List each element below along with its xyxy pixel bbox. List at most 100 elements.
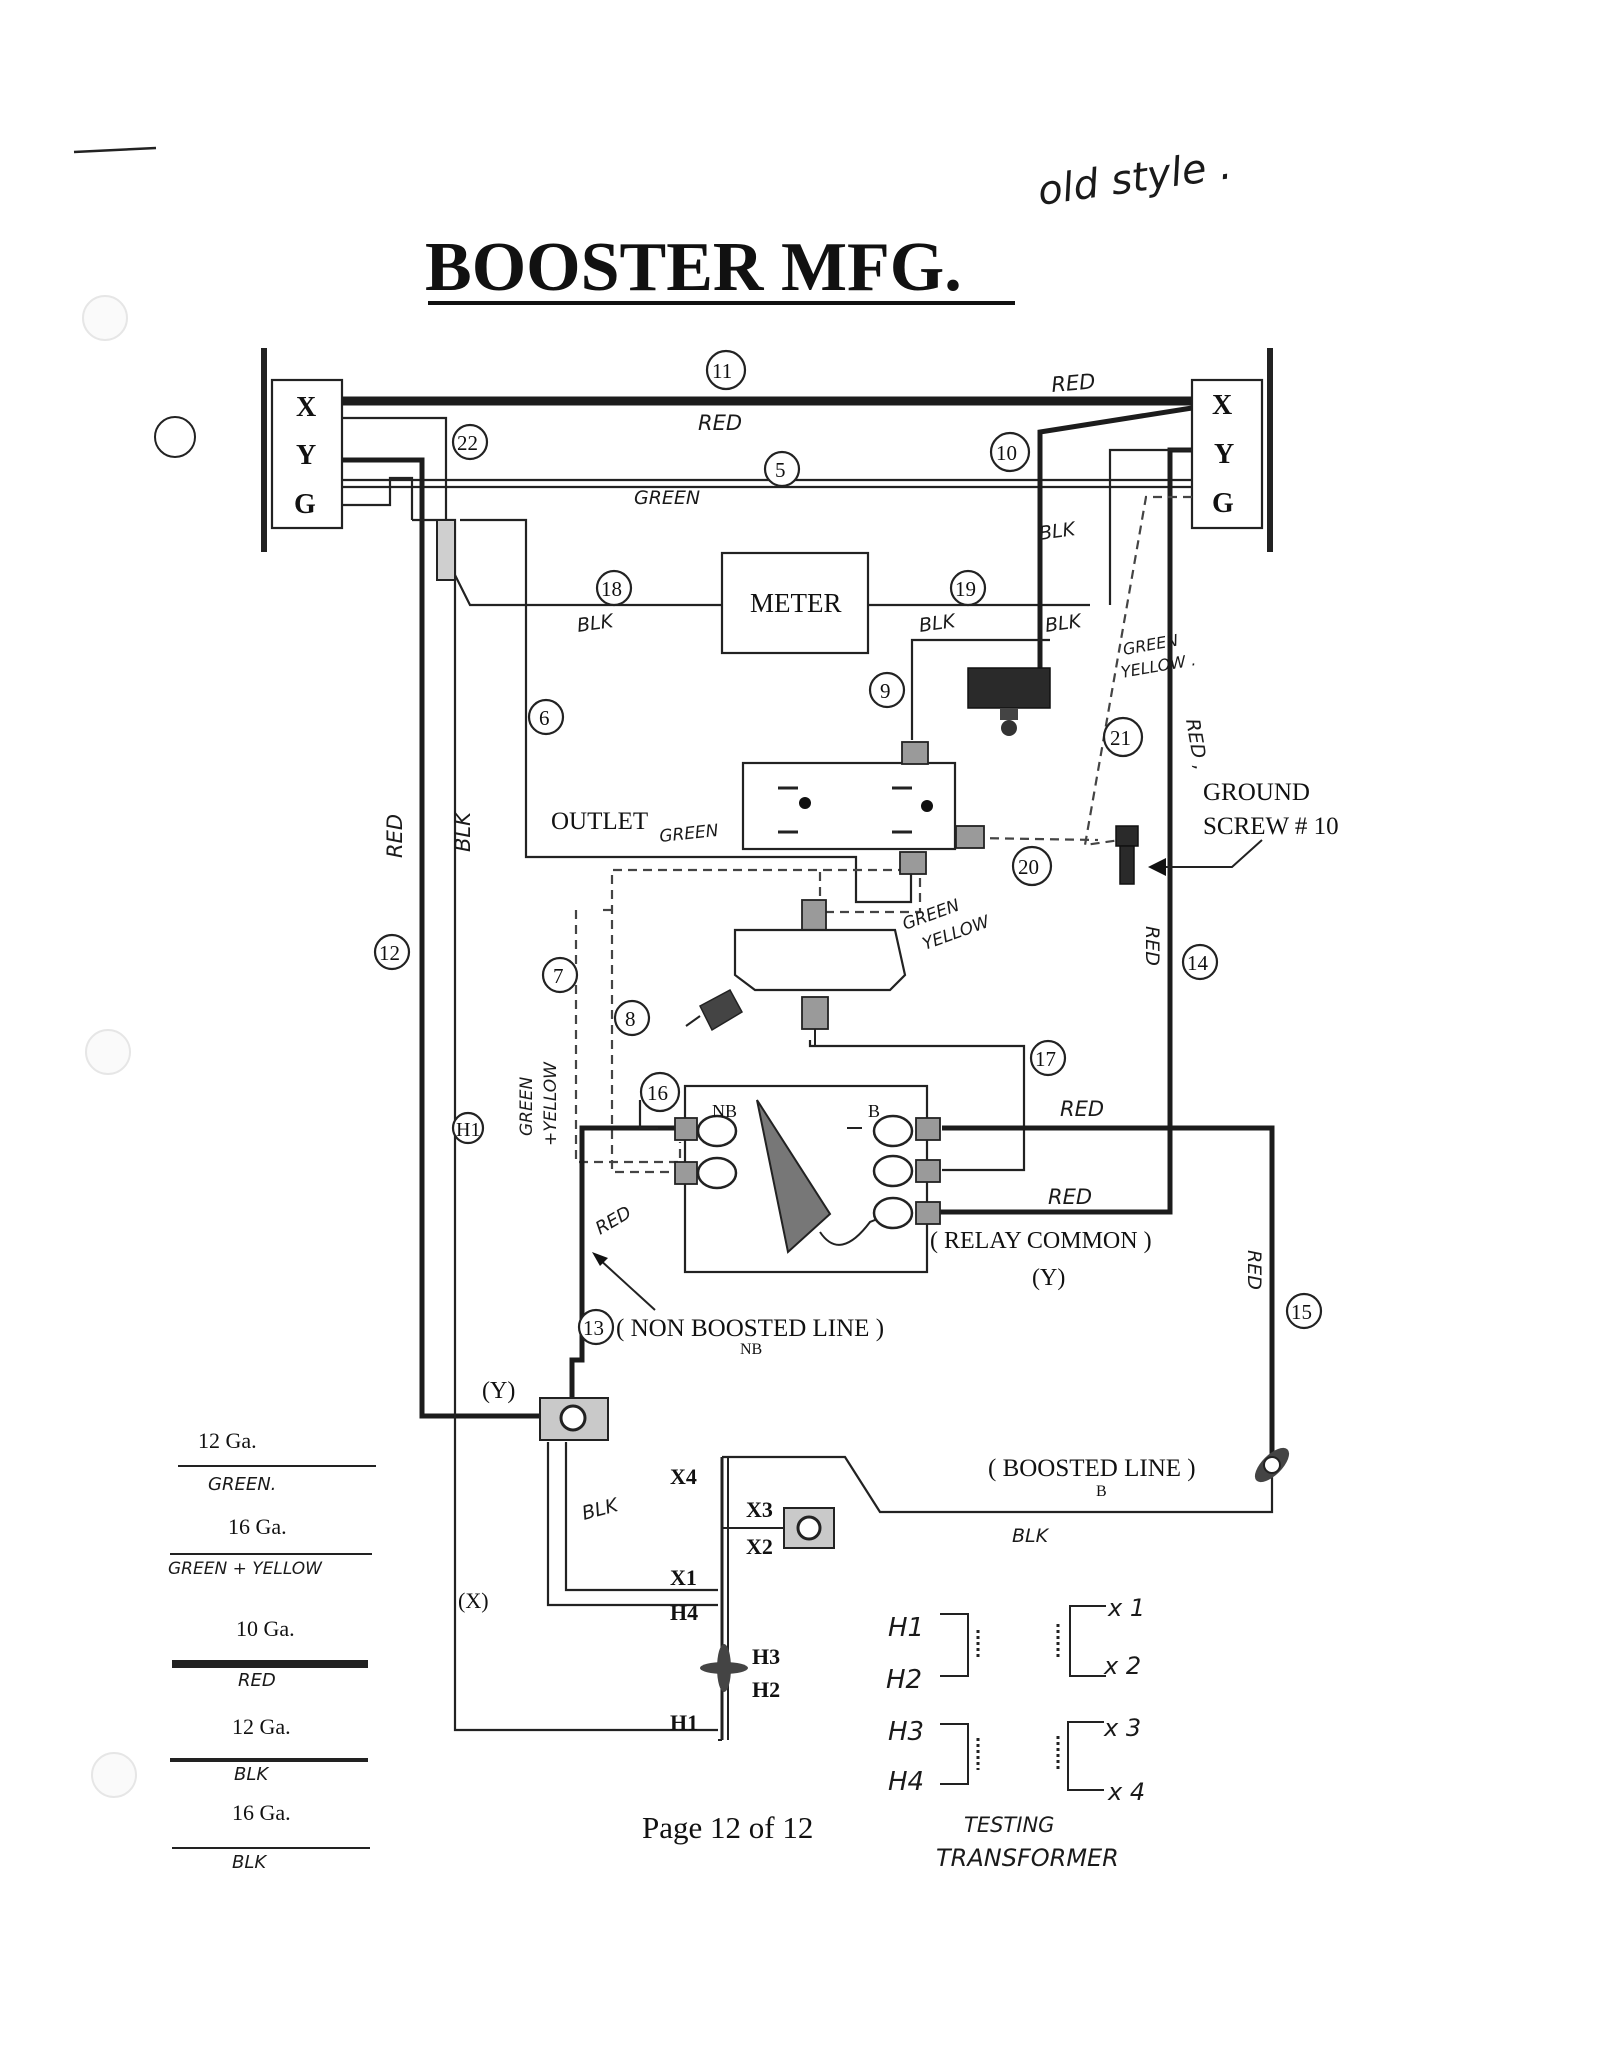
svg-text:RED: RED bbox=[1060, 1097, 1104, 1121]
meter-box bbox=[720, 551, 870, 655]
relay-switch bbox=[674, 1099, 941, 1254]
svg-text:RED ,: RED , bbox=[1181, 717, 1212, 772]
svg-text:RED: RED bbox=[383, 814, 407, 858]
svg-text:TRANSFORMER: TRANSFORMER bbox=[936, 1844, 1119, 1872]
boosted-line-label: ( BOOSTED LINE ) bbox=[988, 1455, 1196, 1482]
svg-text:GREEN: GREEN bbox=[658, 821, 719, 847]
right-terminal-x: X bbox=[1212, 390, 1232, 421]
relay-b-label: B bbox=[868, 1101, 880, 1121]
legend-color-3: RED bbox=[238, 1670, 276, 1691]
svg-text:12: 12 bbox=[379, 941, 400, 965]
left-terminal-g: G bbox=[294, 489, 316, 520]
handwritten-note: old style . bbox=[1035, 142, 1235, 215]
punch-hole-top bbox=[82, 295, 128, 341]
svg-text:RED: RED bbox=[1050, 369, 1096, 397]
tap-x2: X2 bbox=[746, 1534, 773, 1559]
svg-text:18: 18 bbox=[601, 577, 622, 601]
right-terminal-y: Y bbox=[1214, 439, 1234, 470]
boosted-splice bbox=[1254, 1447, 1290, 1483]
legend-color-4: BLK bbox=[234, 1764, 269, 1785]
svg-text:BLK: BLK bbox=[580, 1494, 622, 1525]
svg-text:H1: H1 bbox=[888, 1613, 924, 1643]
svg-text:RED: RED bbox=[1243, 1250, 1265, 1290]
relay-common-sub: (Y) bbox=[1032, 1265, 1065, 1291]
svg-text:x 4: x 4 bbox=[1107, 1778, 1145, 1806]
page-title: BOOSTER MFG. bbox=[425, 229, 962, 306]
legend-gauge-1: 12 Ga. bbox=[198, 1428, 257, 1453]
wire-gauge-legend: 12 Ga. GREEN. 16 Ga. GREEN + YELLOW 10 G… bbox=[168, 1428, 376, 1873]
relay-device bbox=[967, 667, 1051, 736]
contactor bbox=[685, 899, 907, 1046]
outlet-label: OUTLET bbox=[551, 808, 648, 835]
tap-h3: H3 bbox=[752, 1644, 780, 1669]
tap-x1: X1 bbox=[670, 1565, 697, 1590]
legend-color-1: GREEN. bbox=[208, 1474, 276, 1495]
splice-y-label: (Y) bbox=[482, 1378, 515, 1404]
svg-text:RED: RED bbox=[1141, 926, 1163, 966]
svg-text:5: 5 bbox=[775, 458, 786, 482]
wire-h1-badge bbox=[451, 1111, 485, 1145]
svg-text:19: 19 bbox=[955, 577, 976, 601]
splice-y bbox=[539, 1397, 609, 1441]
ground-screw-label-1: GROUND bbox=[1203, 779, 1310, 806]
wire-number-badges: 11 22 10 5 18 19 9 6 21 20 12 14 7 8 17 … bbox=[373, 349, 1323, 1346]
svg-text:H3: H3 bbox=[888, 1717, 924, 1747]
svg-text:11: 11 bbox=[712, 359, 732, 383]
svg-text:15: 15 bbox=[1291, 1300, 1312, 1324]
svg-text:10: 10 bbox=[996, 441, 1017, 465]
tap-x3: X3 bbox=[746, 1497, 773, 1522]
svg-text:x 2: x 2 bbox=[1103, 1652, 1141, 1680]
tap-h2: H2 bbox=[752, 1677, 780, 1702]
transformer bbox=[700, 1457, 835, 1741]
svg-text:9: 9 bbox=[880, 679, 891, 703]
legend-color-5: BLK bbox=[232, 1852, 267, 1873]
drawn-circle-mark bbox=[154, 416, 196, 458]
fuse-holder bbox=[436, 519, 456, 581]
svg-text:GREEN: GREEN bbox=[517, 1077, 537, 1136]
svg-text:8: 8 bbox=[625, 1007, 636, 1031]
svg-text:RED: RED bbox=[1048, 1185, 1092, 1209]
ground-screw-label-2: SCREW # 10 bbox=[1203, 813, 1339, 840]
svg-text:H4: H4 bbox=[888, 1767, 924, 1797]
ground-screw bbox=[1115, 825, 1263, 885]
svg-text:BLK: BLK bbox=[1012, 1525, 1050, 1547]
svg-text:21: 21 bbox=[1110, 726, 1131, 750]
boosted-sub: B bbox=[1096, 1483, 1107, 1500]
svg-text:17: 17 bbox=[1035, 1047, 1056, 1071]
legend-gauge-2: 16 Ga. bbox=[228, 1514, 287, 1539]
tap-x4: X4 bbox=[670, 1464, 697, 1489]
non-boosted-sub: NB bbox=[740, 1341, 762, 1358]
svg-text:+YELLOW: +YELLOW bbox=[541, 1061, 561, 1146]
right-terminal-g: G bbox=[1212, 488, 1234, 519]
wire-h1-label: H1 bbox=[456, 1119, 480, 1141]
relay-common-label: ( RELAY COMMON ) bbox=[930, 1228, 1152, 1254]
legend-gauge-3: 10 Ga. bbox=[236, 1616, 295, 1641]
left-terminal-x: X bbox=[296, 392, 316, 423]
svg-text:6: 6 bbox=[539, 706, 550, 730]
left-terminal-block: X Y G bbox=[261, 348, 344, 552]
punch-hole-middle bbox=[85, 1029, 131, 1075]
non-boosted-line-label: ( NON BOOSTED LINE ) bbox=[616, 1315, 884, 1342]
legend-gauge-5: 16 Ga. bbox=[232, 1800, 291, 1825]
outlet bbox=[741, 741, 985, 875]
svg-text:BLK: BLK bbox=[1038, 518, 1078, 545]
stray-dash-mark bbox=[73, 146, 157, 154]
svg-text:RED: RED bbox=[592, 1202, 635, 1239]
left-terminal-y: Y bbox=[296, 440, 316, 471]
nb-arrow bbox=[597, 1257, 656, 1311]
svg-text:14: 14 bbox=[1187, 951, 1209, 975]
meter-label: METER bbox=[750, 588, 842, 618]
svg-text:BLK: BLK bbox=[1044, 610, 1084, 637]
svg-text:GREEN: GREEN bbox=[634, 487, 700, 509]
testing-transformer-sketch: H1 H2 H3 H4 x 1 x 2 x 3 x 4 TESTING TRAN… bbox=[886, 1594, 1145, 1872]
page-label: Page 12 of 12 bbox=[642, 1810, 813, 1845]
right-terminal-block: X Y G bbox=[1190, 348, 1273, 552]
svg-text:BLK: BLK bbox=[451, 810, 475, 852]
svg-text:20: 20 bbox=[1018, 855, 1039, 879]
svg-text:22: 22 bbox=[457, 431, 478, 455]
punch-hole-bottom bbox=[91, 1752, 137, 1798]
tap-h1: H1 bbox=[670, 1710, 698, 1735]
tap-h4: H4 bbox=[670, 1600, 698, 1625]
svg-text:TESTING: TESTING bbox=[964, 1813, 1054, 1837]
